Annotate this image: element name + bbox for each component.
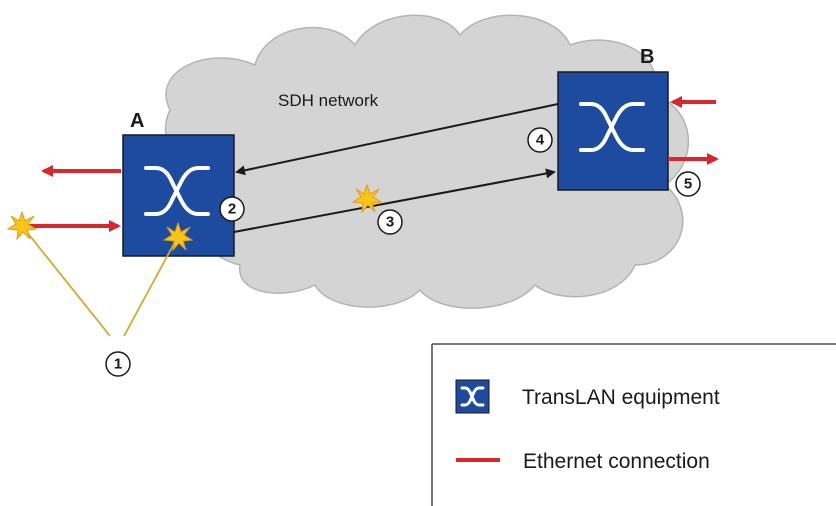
fault-burst-icon <box>6 210 38 241</box>
cloud-label: SDH network <box>278 91 379 110</box>
node-a: A <box>122 110 235 257</box>
fault-pointer-line <box>123 239 177 337</box>
node-a-label: A <box>130 110 144 132</box>
crossconnect-icon <box>144 166 210 216</box>
marker-2: 2 <box>219 196 245 222</box>
fault-burst-icon <box>351 183 383 214</box>
connection-b-to-a <box>235 103 559 176</box>
marker-5-label: 5 <box>684 176 692 193</box>
connection-a-to-b <box>233 168 556 233</box>
marker-3-label: 3 <box>386 214 394 231</box>
node-b: B <box>557 46 669 191</box>
fault-pointer-line <box>21 225 111 337</box>
legend-equipment-label: TransLAN equipment <box>522 386 720 409</box>
crossconnect-icon <box>579 102 645 152</box>
fault-burst-icon <box>162 221 194 252</box>
legend: TransLAN equipment Ethernet connection <box>431 343 836 506</box>
marker-5: 5 <box>675 171 701 197</box>
marker-4: 4 <box>527 127 553 153</box>
marker-4-label: 4 <box>536 132 545 149</box>
marker-3: 3 <box>377 209 403 235</box>
marker-1: 1 <box>105 351 131 377</box>
marker-1-label: 1 <box>114 356 122 373</box>
legend-ethernet-label: Ethernet connection <box>523 450 710 473</box>
node-b-label: B <box>640 46 654 68</box>
legend-equipment-icon <box>455 379 490 414</box>
marker-2-label: 2 <box>228 201 236 218</box>
